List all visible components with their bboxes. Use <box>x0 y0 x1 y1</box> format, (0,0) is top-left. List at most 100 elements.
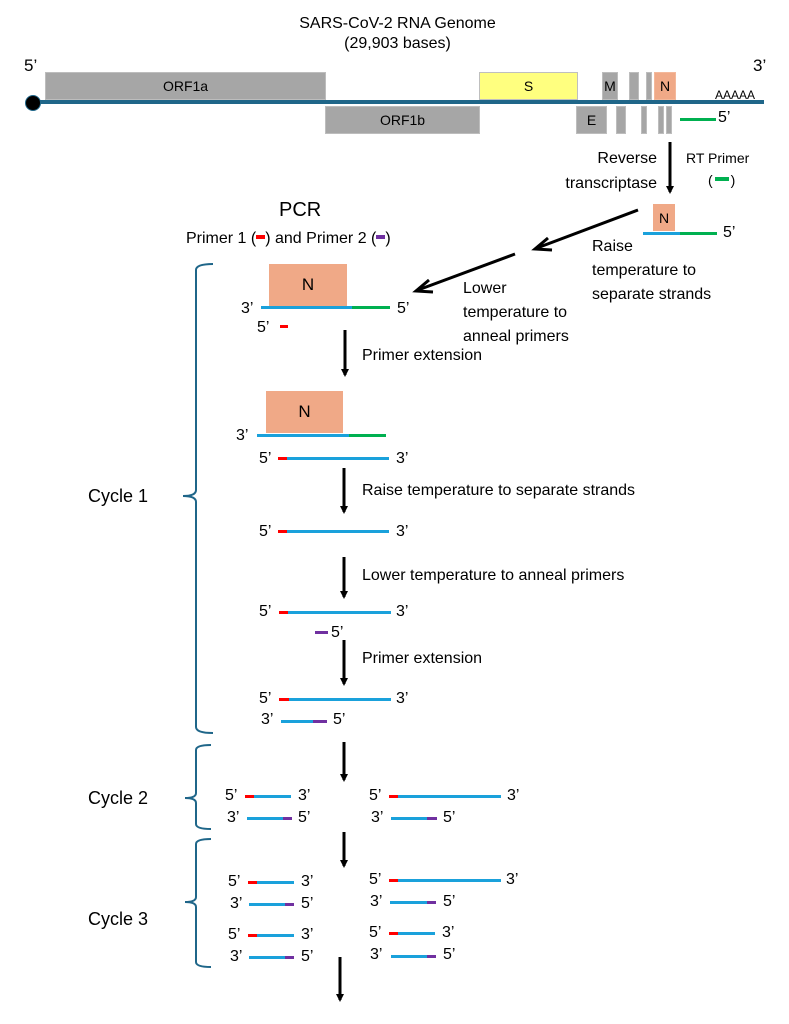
end-label: 3’ <box>301 926 314 943</box>
new-strand <box>287 530 389 533</box>
cycle3-label: Cycle 3 <box>88 909 149 929</box>
primer2-segment <box>315 631 328 634</box>
end-label: 5’ <box>369 924 382 941</box>
end-label: 3’ <box>396 523 409 540</box>
cycle1-step2-label: Raise temperature to separate strands <box>362 482 636 499</box>
primer2-segment <box>427 901 436 904</box>
rt-primer-legend-swatch <box>714 177 729 181</box>
template-strand <box>261 306 352 309</box>
primer2-segment <box>283 817 292 820</box>
new-strand <box>254 795 291 798</box>
new-strand <box>289 698 391 701</box>
gene-n: N <box>654 72 676 100</box>
primer1-segment <box>279 698 289 701</box>
poly-a-tail: AAAAA <box>715 88 756 102</box>
paren-close: ) <box>730 172 736 188</box>
template-strand <box>257 434 349 437</box>
gene-m: M <box>602 72 618 100</box>
primer1-segment <box>389 932 398 935</box>
end-label: 3’ <box>227 809 240 826</box>
gene-orf1a: ORF1a <box>45 72 326 100</box>
new-strand <box>257 934 294 937</box>
gene-orf-small-4 <box>641 106 647 134</box>
rt-cdna-five-prime: 5’ <box>723 224 736 241</box>
end-label: 3’ <box>261 711 274 728</box>
end-label: 3’ <box>396 603 409 620</box>
end-label: 3’ <box>396 690 409 707</box>
end-label: 5’ <box>443 893 456 910</box>
end-label: 5’ <box>259 603 272 620</box>
lower-arrow-head <box>412 278 434 294</box>
rt-primer-legend: () <box>708 173 735 187</box>
end-label: 3’ <box>506 871 519 888</box>
cycle3-bracket <box>184 838 212 968</box>
rt-n-box: N <box>653 204 675 231</box>
end-label: 5’ <box>298 809 311 826</box>
cycle1-n-box-2: N <box>266 391 343 433</box>
primer1-legend-swatch <box>256 235 266 239</box>
new-strand <box>249 956 285 959</box>
primer2-segment <box>285 903 294 906</box>
pcr-title: PCR <box>279 199 322 221</box>
end-label: 5’ <box>259 523 272 540</box>
new-strand <box>398 879 501 882</box>
genome-three-prime: 3’ <box>753 56 767 75</box>
primer2-segment <box>427 817 437 820</box>
raise-arrow <box>536 208 639 250</box>
new-strand <box>391 817 427 820</box>
end-label: 5’ <box>443 809 456 826</box>
end-label: 3’ <box>370 893 383 910</box>
lower-line3: anneal primers <box>463 328 569 345</box>
pcr-subtitle: Primer 1 () and Primer 2 () <box>186 231 391 247</box>
lower-line2: temperature to <box>463 304 568 321</box>
primer1-segment <box>248 934 257 937</box>
end-label: 5’ <box>331 624 344 641</box>
paren-open: ( <box>708 172 713 188</box>
end-label: 3’ <box>442 924 455 941</box>
pcr-subtitle-part2: ) and Primer 2 ( <box>265 230 377 247</box>
end-label: 5’ <box>259 690 272 707</box>
primer1-segment <box>278 530 287 533</box>
rt-primer-label: RT Primer <box>686 150 750 166</box>
end-label: 5’ <box>443 946 456 963</box>
raise-line2: temperature to <box>592 262 697 279</box>
rt-primer-segment <box>352 306 390 309</box>
end-label: 5’ <box>333 711 346 728</box>
cycle1-bracket <box>182 263 214 734</box>
new-strand <box>257 881 294 884</box>
cycle1-step4-label: Primer extension <box>362 650 483 667</box>
lower-line1: Lower <box>463 280 507 297</box>
rt-label-line2: transcriptase <box>565 175 657 192</box>
end-label: 3’ <box>396 450 409 467</box>
end-label: 5’ <box>397 300 410 317</box>
primer1-segment <box>389 879 398 882</box>
end-label: 5’ <box>257 319 270 336</box>
end-label: 3’ <box>371 809 384 826</box>
raise-line1: Raise <box>592 238 633 255</box>
gene-orf-small-5 <box>658 106 664 134</box>
gene-orf-small-2 <box>646 72 652 100</box>
new-strand <box>287 457 389 460</box>
new-strand <box>247 817 283 820</box>
cycle1-step3-label: Lower temperature to anneal primers <box>362 567 625 584</box>
raise-line3: separate strands <box>592 286 712 303</box>
end-label: 5’ <box>301 948 314 965</box>
cycle1-step1-label: Primer extension <box>362 347 483 364</box>
primer1-segment <box>280 325 288 328</box>
primer1-segment <box>245 795 254 798</box>
gene-orf-small-3 <box>616 106 626 134</box>
end-label: 5’ <box>225 787 238 804</box>
genome-five-prime: 5’ <box>24 56 38 75</box>
pcr-subtitle-part1: Primer 1 ( <box>186 230 257 247</box>
gene-orf-small-1 <box>629 72 639 100</box>
end-label: 3’ <box>370 946 383 963</box>
new-strand <box>398 932 435 935</box>
new-strand <box>391 955 427 958</box>
five-prime-cap-icon <box>25 95 41 111</box>
primer1-segment <box>248 881 257 884</box>
rt-primer-segment <box>349 434 386 437</box>
cycle1-label: Cycle 1 <box>88 486 149 506</box>
new-strand <box>249 903 285 906</box>
new-strand <box>398 795 501 798</box>
new-strand <box>281 720 313 723</box>
